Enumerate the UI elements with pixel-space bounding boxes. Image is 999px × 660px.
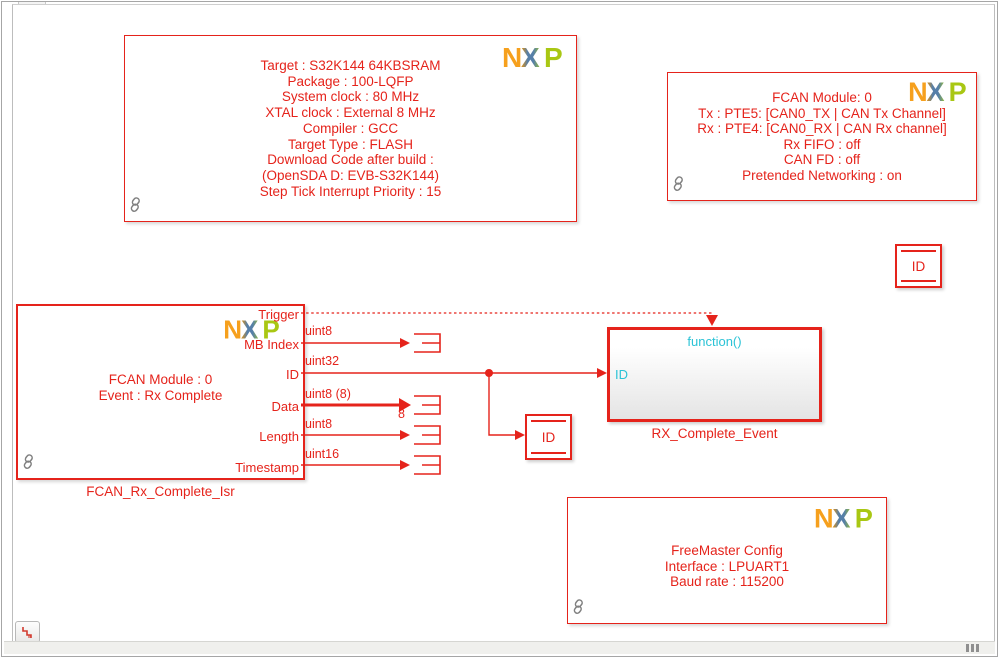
port-label-data: Data — [271, 399, 299, 414]
port-label-id: ID — [286, 367, 299, 382]
block-mcu-config[interactable]: N X P Target : S32K144 64KBSRAM Package … — [124, 35, 577, 222]
nxp-logo: N X P — [908, 77, 967, 105]
id-tag-label: ID — [541, 429, 556, 445]
can-config-line: FCAN Module: 0 — [772, 90, 872, 105]
nxp-logo: N X P — [223, 315, 279, 342]
mcu-config-line: Step Tick Interrupt Priority : 15 — [259, 183, 442, 199]
can-config-line: Pretended Networking : on — [742, 167, 902, 183]
nxp-letter-p: P — [949, 77, 967, 105]
port-label-mb-index: MB Index — [244, 337, 299, 352]
id-tag-block-mid[interactable]: ID — [525, 414, 572, 460]
mcu-config-line: Compiler : GCC — [302, 120, 399, 136]
nxp-letter-p: P — [855, 503, 873, 532]
nxp-letter-p: P — [262, 315, 279, 342]
nxp-letter-x: X — [521, 42, 540, 71]
freemaster-line: Interface : LPUART1 — [664, 558, 790, 574]
mcu-config-line: Target : S32K144 64KBSRAM — [260, 58, 441, 73]
signal-type-mb-index: uint8 — [305, 324, 333, 338]
can-config-line: Tx : PTE5: [CAN0_TX | CAN Tx Channel] — [698, 105, 946, 121]
can-config-line: Rx : PTE4: [CAN0_RX | CAN Rx channel] — [697, 121, 947, 136]
horizontal-scrollbar[interactable] — [4, 641, 995, 654]
signal-width-label: 8 — [398, 407, 405, 421]
nxp-logo: N X P — [502, 42, 563, 71]
resize-grip-icon[interactable] — [966, 644, 981, 652]
nxp-letter-n: N — [223, 315, 242, 342]
freemaster-line: FreeMaster Config — [671, 543, 783, 558]
mcu-config-line: Package : 100-LQFP — [287, 73, 414, 89]
hide-model-browser-button[interactable] — [15, 621, 40, 643]
function-call-port-label: function() — [687, 334, 742, 349]
block-can-config[interactable]: N X P FCAN Module: 0 Tx : PTE5: [CAN0_TX… — [667, 72, 977, 201]
id-tag-block-right[interactable]: ID — [895, 244, 942, 288]
nxp-letter-n: N — [502, 42, 522, 71]
id-tag-label: ID — [911, 258, 926, 274]
library-link-icon — [129, 197, 142, 218]
can-config-line: Rx FIFO : off — [783, 136, 861, 152]
port-label-trigger: Trigger — [258, 307, 299, 322]
signal-type-data: uint8 (8) — [305, 387, 351, 401]
mcu-config-line: Download Code after build : — [267, 152, 434, 168]
library-link-icon — [672, 176, 685, 197]
nxp-letter-x: X — [926, 77, 944, 105]
signal-type-length: uint8 — [305, 417, 333, 431]
library-link-icon — [572, 599, 585, 620]
library-link-icon — [22, 454, 35, 475]
mcu-config-line: System clock : 80 MHz — [281, 89, 420, 105]
nxp-letter-p: P — [544, 42, 563, 71]
nxp-logo: N X P — [814, 503, 873, 532]
block-freemaster-config[interactable]: N X P FreeMaster Config Interface : LPUA… — [567, 497, 887, 624]
port-label-timestamp: Timestamp — [235, 460, 299, 475]
block-name-rx-complete-event: RX_Complete_Event — [651, 426, 778, 441]
subsystem-input-port-label: ID — [615, 367, 628, 382]
signal-type-id: uint32 — [305, 354, 340, 368]
isr-body-line: FCAN Module : 0 — [108, 372, 213, 387]
nxp-letter-x: X — [832, 503, 850, 532]
mcu-config-line: Target Type : FLASH — [287, 136, 414, 152]
signal-type-timestamp: uint16 — [305, 447, 340, 461]
block-name-fcan-rx-complete-isr: FCAN_Rx_Complete_Isr — [86, 484, 235, 499]
mcu-config-line: XTAL clock : External 8 MHz — [265, 105, 436, 121]
freemaster-line: Baud rate : 115200 — [670, 574, 784, 589]
can-config-line: CAN FD : off — [783, 152, 861, 167]
nxp-letter-n: N — [908, 77, 928, 105]
block-rx-complete-event[interactable]: function() ID RX_Complete_Event — [607, 327, 822, 441]
port-label-length: Length — [259, 429, 299, 444]
isr-body-line: Event : Rx Complete — [98, 388, 223, 403]
nxp-letter-n: N — [814, 503, 834, 532]
mcu-config-line: (OpenSDA D: EVB-S32K144) — [261, 167, 440, 183]
block-fcan-rx-complete-isr[interactable]: N X P FCAN Module : 0 Event : Rx Complet… — [16, 304, 305, 499]
nxp-letter-x: X — [241, 315, 259, 342]
